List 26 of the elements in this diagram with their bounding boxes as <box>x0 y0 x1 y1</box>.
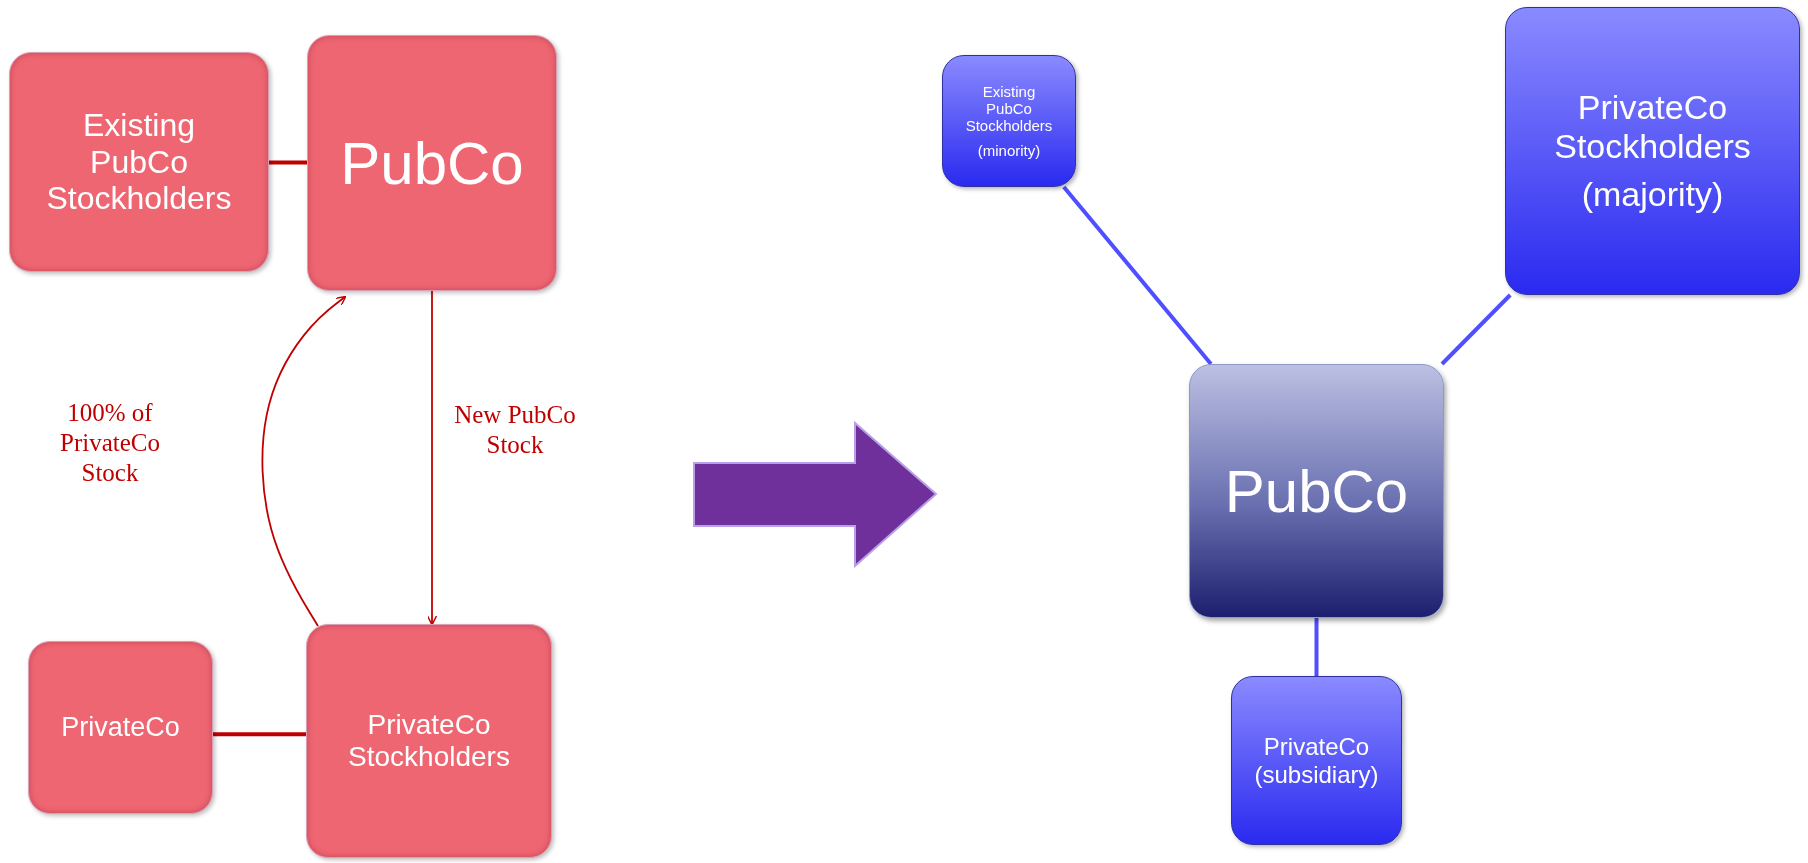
box-text: PrivateCo <box>61 711 180 743</box>
box-text: PubCo <box>340 128 524 198</box>
rounded-box <box>307 35 557 291</box>
rounded-box <box>1189 364 1444 618</box>
box-text: PrivateCo Stockholders <box>1553 88 1752 167</box>
box-text: PubCo <box>1224 456 1409 526</box>
rounded-box <box>28 641 213 814</box>
arrow <box>261 295 347 627</box>
box-text: PrivateCo (subsidiary) <box>1253 732 1380 789</box>
rounded-box <box>942 55 1076 187</box>
edge-label: New PubCo Stock <box>453 400 577 460</box>
arrow <box>426 290 438 626</box>
rounded-box <box>9 52 269 272</box>
connector-line <box>269 160 307 165</box>
box-text: Existing PubCo Stockholders <box>964 82 1054 135</box>
box-text: PrivateCo Stockholders <box>347 708 511 774</box>
connector-line <box>1314 618 1319 676</box>
box-text: Existing PubCo Stockholders <box>45 106 233 218</box>
connector-line <box>1062 185 1213 366</box>
box-text: (majority) <box>1581 174 1724 214</box>
box-text: (minority) <box>977 142 1041 160</box>
connector-line <box>1440 293 1512 366</box>
connector-line <box>213 732 306 737</box>
rounded-box <box>1505 7 1800 295</box>
rounded-box <box>306 624 552 858</box>
rounded-box <box>1231 676 1402 845</box>
